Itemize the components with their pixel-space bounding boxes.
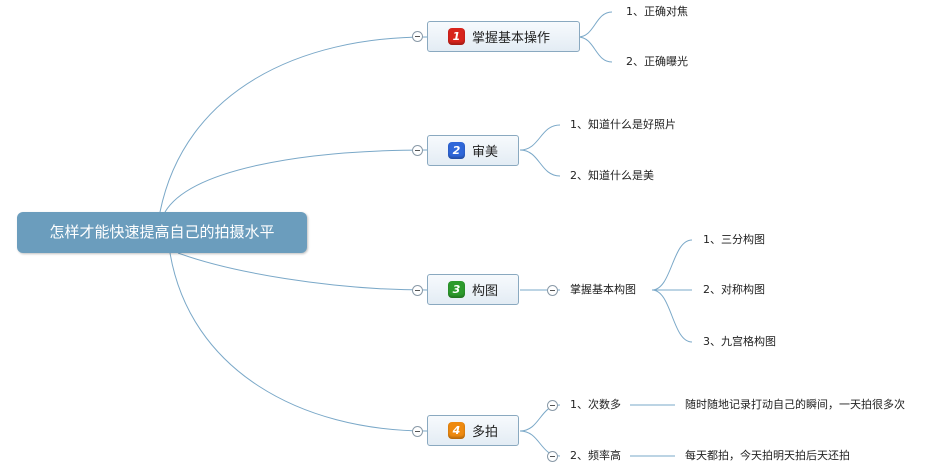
- subtopic-4-2-detail[interactable]: 每天都拍，今天拍明天拍后天还拍: [685, 449, 850, 462]
- branch-topic-3[interactable]: 3 构图: [427, 274, 519, 305]
- subtopic-3-1-2[interactable]: 2、对称构图: [703, 283, 765, 296]
- branch-label: 审美: [472, 145, 499, 160]
- subtopic-3-1[interactable]: 掌握基本构图: [570, 283, 636, 296]
- branch-topic-4[interactable]: 4 多拍: [427, 415, 519, 446]
- branch-label: 多拍: [472, 425, 499, 440]
- connector-b1-c2: [577, 36, 613, 63]
- subtopic-4-1[interactable]: 1、次数多: [570, 398, 621, 411]
- subtopic-1-1[interactable]: 1、正确对焦: [626, 5, 688, 18]
- connector-root-branch2: [164, 149, 428, 213]
- connector-b2-c1: [519, 124, 561, 151]
- collapse-toggle-branch1[interactable]: [412, 31, 423, 42]
- collapse-toggle-branch2[interactable]: [412, 145, 423, 156]
- subtopic-4-1-detail[interactable]: 随时随地记录打动自己的瞬间，一天拍很多次: [685, 398, 905, 411]
- connector-root-branch1: [159, 36, 428, 213]
- subtopic-2-1[interactable]: 1、知道什么是好照片: [570, 118, 676, 131]
- priority-1-icon: 1: [448, 28, 465, 45]
- connector-b3-c1: [651, 239, 693, 291]
- connector-root-branch4: [169, 252, 428, 432]
- connector-b2-c2: [519, 149, 561, 177]
- collapse-toggle-subtopic3[interactable]: [547, 285, 558, 296]
- collapse-toggle-branch3[interactable]: [412, 285, 423, 296]
- branch-label: 构图: [472, 284, 499, 299]
- subtopic-3-1-1[interactable]: 1、三分构图: [703, 233, 765, 246]
- branch-label: 掌握基本操作: [472, 31, 551, 46]
- connector-b3-c3: [651, 289, 693, 343]
- branch-topic-1[interactable]: 1 掌握基本操作: [427, 21, 580, 52]
- subtopic-4-2[interactable]: 2、频率高: [570, 449, 621, 462]
- connector-root-branch3: [177, 252, 428, 291]
- root-topic[interactable]: 怎样才能快速提高自己的拍摄水平: [17, 212, 307, 253]
- subtopic-3-1-3[interactable]: 3、九宫格构图: [703, 335, 776, 348]
- subtopic-1-2[interactable]: 2、正确曝光: [626, 55, 688, 68]
- connector-b1-c1: [577, 11, 613, 38]
- collapse-toggle-branch4[interactable]: [412, 426, 423, 437]
- collapse-toggle-subtopic4-2[interactable]: [547, 451, 558, 462]
- priority-4-icon: 4: [448, 422, 465, 439]
- branch-topic-2[interactable]: 2 审美: [427, 135, 519, 166]
- collapse-toggle-subtopic4-1[interactable]: [547, 400, 558, 411]
- priority-2-icon: 2: [448, 142, 465, 159]
- priority-3-icon: 3: [448, 281, 465, 298]
- subtopic-2-2[interactable]: 2、知道什么是美: [570, 169, 654, 182]
